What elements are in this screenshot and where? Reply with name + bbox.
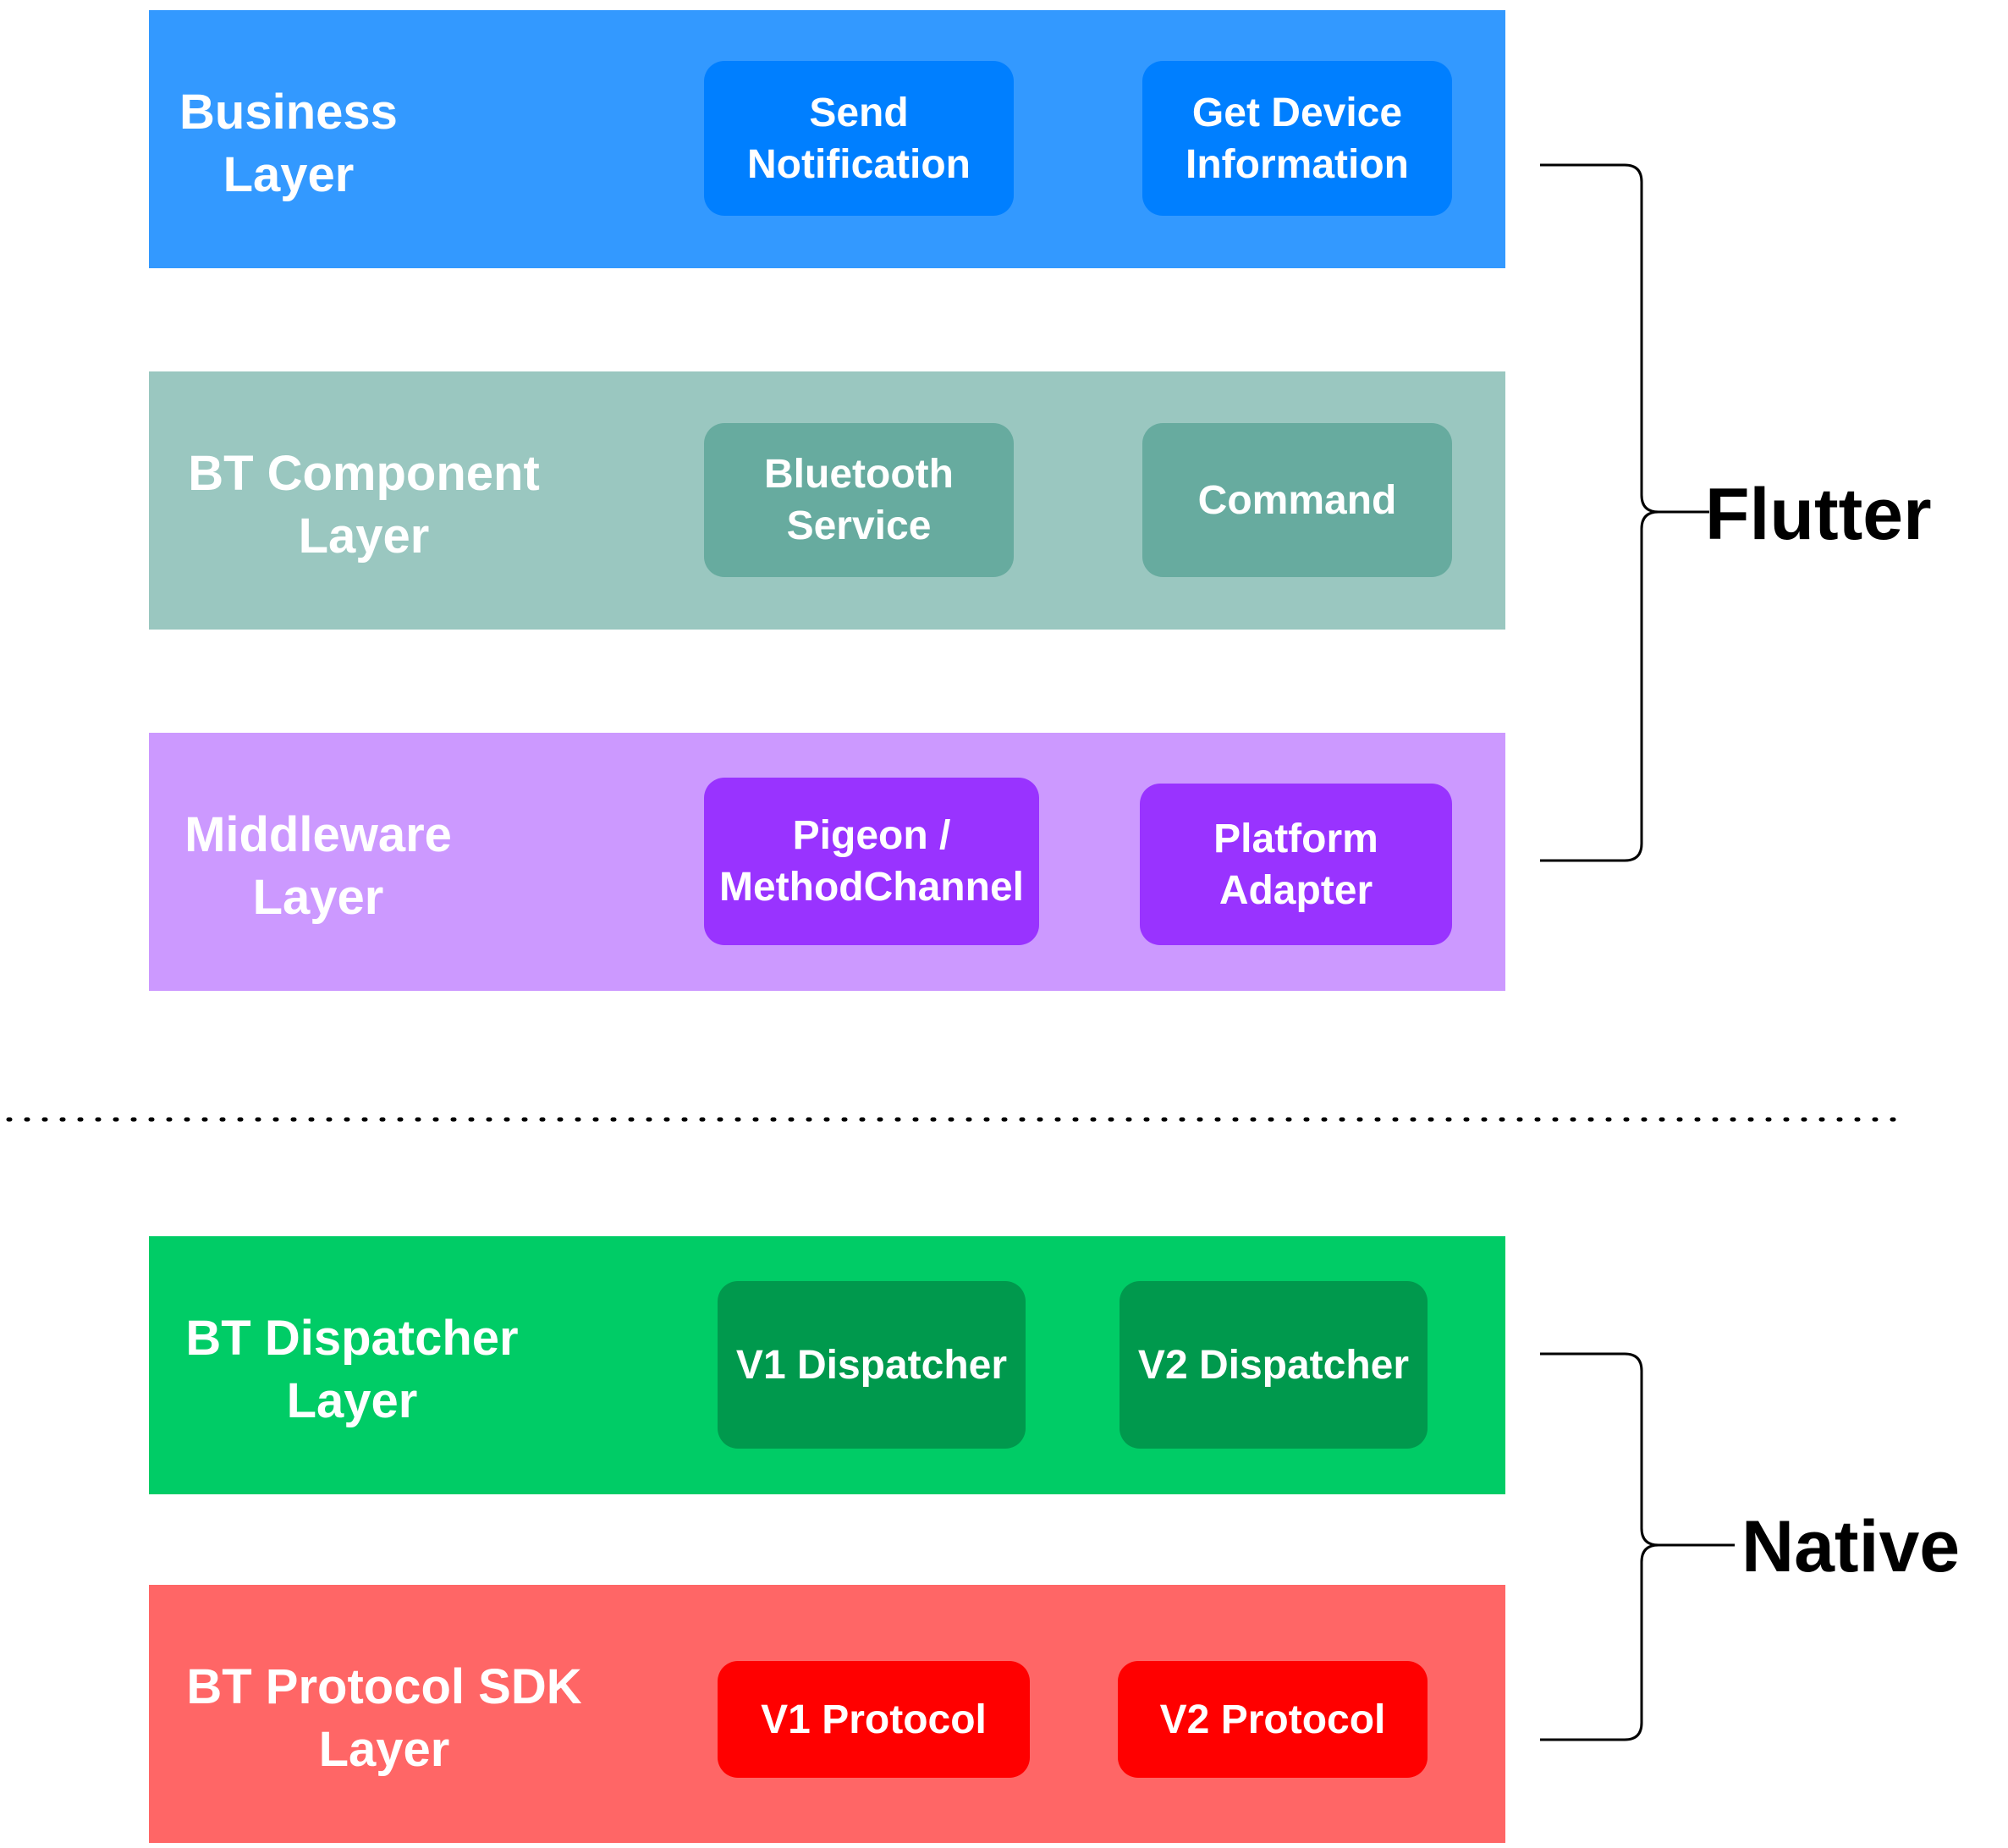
bt-dispatcher-layer-title: BT Dispatcher Layer	[185, 1311, 519, 1428]
command-box[interactable]: Command	[1142, 423, 1452, 577]
flutter-label: Flutter	[1705, 474, 1932, 555]
v1-protocol-box[interactable]: V1 Protocol	[718, 1661, 1030, 1778]
native-label: Native	[1741, 1506, 1961, 1587]
business-layer-title: Business Layer	[179, 85, 398, 202]
bt-component-layer: BT Component Layer Bluetooth Service Com…	[149, 371, 1505, 630]
bt-component-layer-title: BT Component Layer	[188, 446, 540, 564]
pigeon-methodchannel-box[interactable]: Pigeon / MethodChannel	[704, 778, 1039, 945]
native-brace	[1540, 1352, 1735, 1741]
v2-dispatcher-box[interactable]: V2 Dispatcher	[1120, 1281, 1428, 1449]
middleware-layer: Middleware Layer Pigeon / MethodChannel …	[149, 733, 1505, 991]
bt-protocol-sdk-layer-title: BT Protocol SDK Layer	[186, 1659, 582, 1777]
bt-protocol-sdk-layer: BT Protocol SDK Layer V1 Protocol V2 Pro…	[149, 1585, 1505, 1843]
bt-dispatcher-layer: BT Dispatcher Layer V1 Dispatcher V2 Dis…	[149, 1236, 1505, 1494]
platform-adapter-box[interactable]: Platform Adapter	[1140, 784, 1452, 945]
send-notification-box[interactable]: Send Notification	[704, 61, 1014, 216]
bluetooth-service-box[interactable]: Bluetooth Service	[704, 423, 1014, 577]
business-layer: Business Layer Send Notification Get Dev…	[149, 10, 1505, 268]
middleware-layer-title: Middleware Layer	[184, 807, 452, 925]
get-device-information-box[interactable]: Get Device Information	[1142, 61, 1452, 216]
v2-protocol-box[interactable]: V2 Protocol	[1118, 1661, 1428, 1778]
flutter-brace	[1540, 163, 1709, 862]
v1-dispatcher-box[interactable]: V1 Dispatcher	[718, 1281, 1026, 1449]
